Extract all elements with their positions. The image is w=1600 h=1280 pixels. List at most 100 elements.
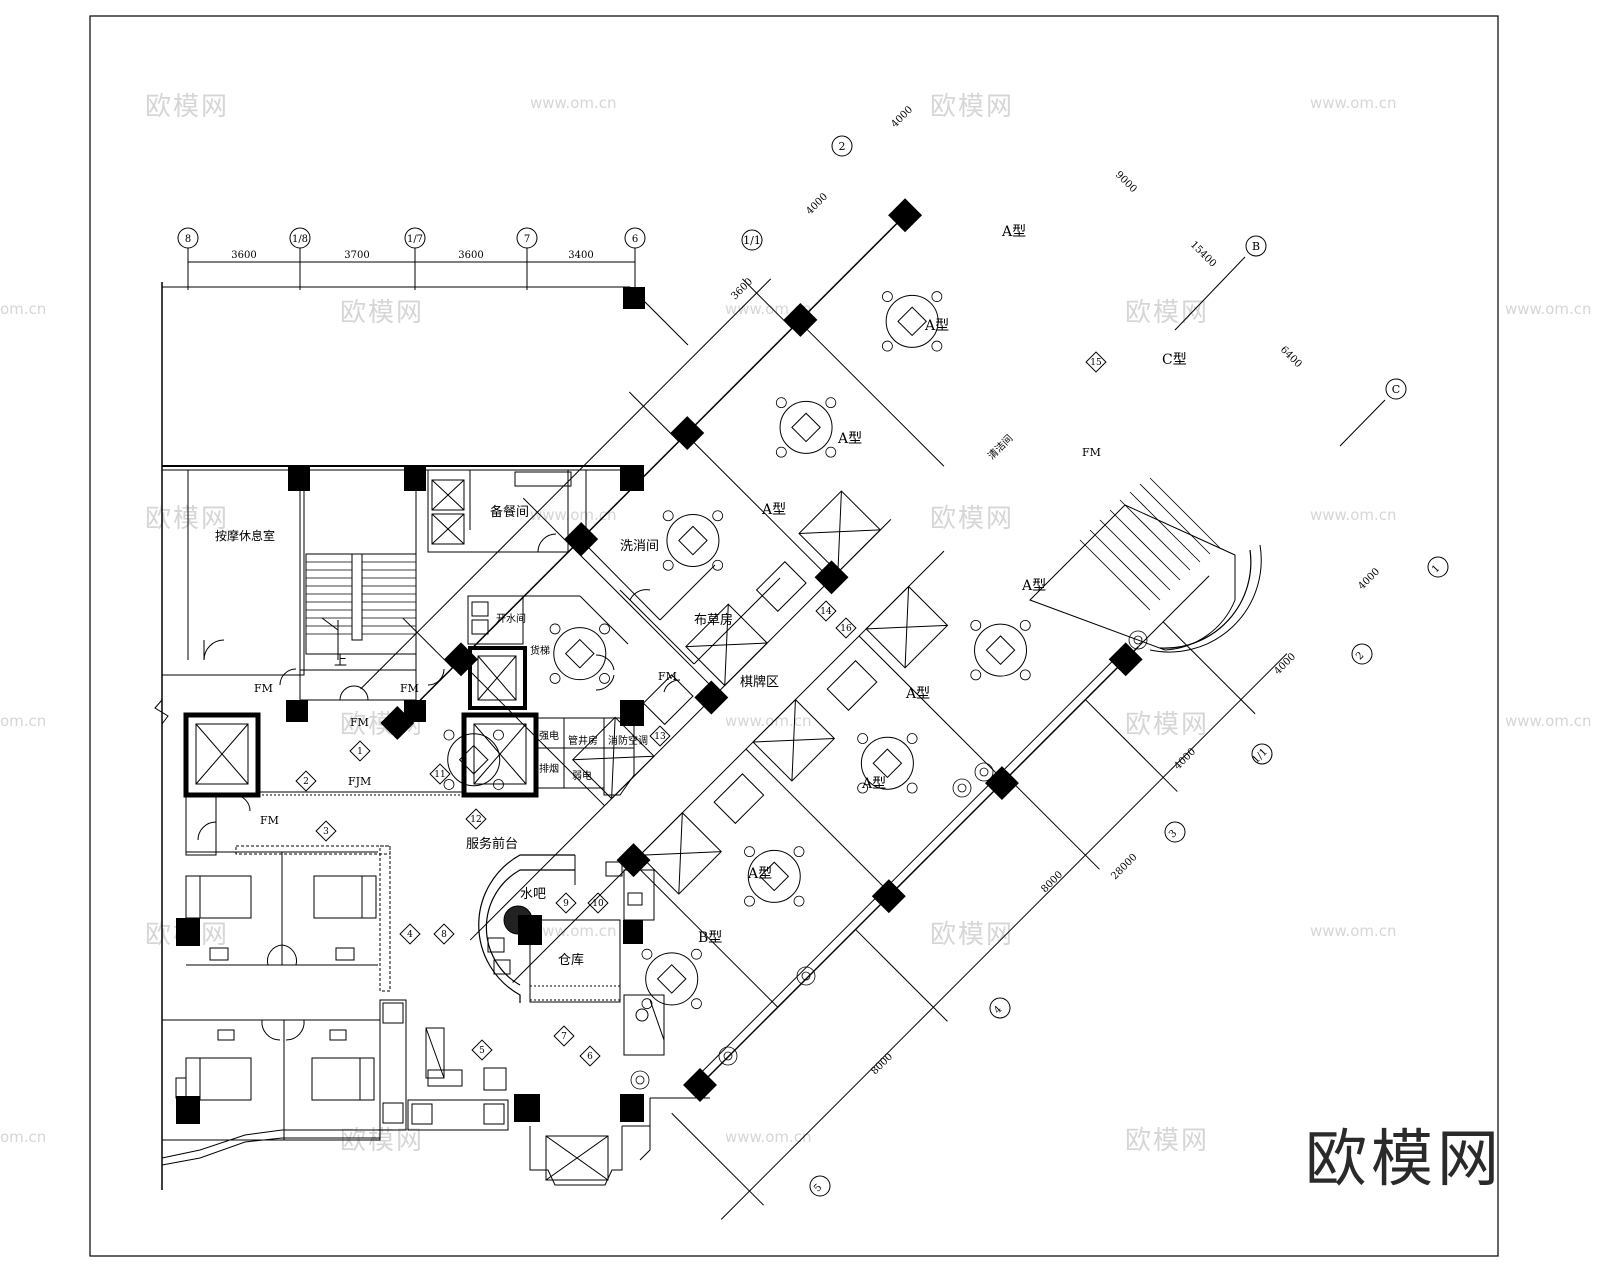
grid-bubble-6 <box>624 227 646 249</box>
upper-grid-bubbles: 2 1/1 B C 4000 4000 3600 9000 15400 6400 <box>729 104 1407 447</box>
dim-top-3: 3600 <box>458 250 483 261</box>
right-dim-3: 4000 <box>1172 746 1198 772</box>
marker-4: 4 <box>407 930 413 940</box>
label-freight-lift: 货梯 <box>530 644 550 657</box>
watermark-cn-1: 欧模网 <box>145 92 230 122</box>
room-labels: 按摩休息室 备餐间 洗消间 布草房 开水间 货梯 强电 管井房 排烟 弱电 消防… <box>215 224 1187 968</box>
watermark-cn-11: 欧模网 <box>340 1126 425 1156</box>
watermark-url-12: www.om.cn <box>1310 922 1397 940</box>
type-a-2: A型 <box>924 318 949 334</box>
right-grid-label-4: 4 <box>992 1004 1004 1016</box>
right-dim-total: 28000 <box>1109 852 1139 882</box>
watermark-cn-3: 欧模网 <box>340 298 425 328</box>
upper-grid-label-b: B <box>1252 240 1260 253</box>
dim-top-1: 3600 <box>231 250 256 261</box>
watermark-url-7: www.om.cn <box>1310 506 1397 524</box>
label-prep-room: 备餐间 <box>490 504 529 520</box>
marker-2: 2 <box>303 777 309 787</box>
marker-5: 5 <box>479 1046 485 1056</box>
marker-13: 13 <box>654 732 666 742</box>
watermark-cn-10: 欧模网 <box>930 920 1015 950</box>
watermark-url-8: om.cn <box>0 712 47 730</box>
label-fm-3: FM <box>350 716 369 729</box>
label-card-area: 棋牌区 <box>740 674 779 690</box>
watermark-url-10: www.om.cn <box>1505 712 1592 730</box>
right-stair <box>1029 477 1262 653</box>
marker-1: 1 <box>357 747 363 757</box>
right-dim-2: 4000 <box>1272 651 1298 677</box>
marker-7: 7 <box>561 1032 567 1042</box>
watermark-url-9: www.om.cn <box>725 712 812 730</box>
label-fm-4: FM <box>260 814 279 827</box>
grid-bubble-1-7 <box>404 227 426 249</box>
upper-dim-6: 6400 <box>1278 344 1304 370</box>
left-building <box>154 282 781 1190</box>
watermark-url-11: www.om.cn <box>530 922 617 940</box>
diamond-markers: 1 2 3 4 5 6 7 8 9 10 11 12 13 14 15 16 <box>295 351 1107 1067</box>
dim-top-2: 3700 <box>344 250 369 261</box>
top-grid: 8 1/8 1/7 7 6 3600 3700 3600 3400 <box>177 227 646 290</box>
upper-grid-label-2: 2 <box>839 140 846 153</box>
watermark-url-3: om.cn <box>0 300 47 318</box>
label-upstairs: 上 <box>334 654 347 669</box>
right-dim-5: 8000 <box>869 1051 895 1077</box>
label-linen-room: 布草房 <box>694 612 733 628</box>
watermark-cn-6: 欧模网 <box>930 504 1015 534</box>
watermark-cn-5: 欧模网 <box>145 504 230 534</box>
marker-10: 10 <box>592 899 604 909</box>
watermark-url-2: www.om.cn <box>1310 94 1397 112</box>
label-warehouse: 仓库 <box>558 952 584 968</box>
grid-label-8: 8 <box>185 234 191 245</box>
type-a-7: A型 <box>861 776 886 792</box>
marker-6: 6 <box>587 1052 593 1062</box>
grid-label-6: 6 <box>632 234 638 245</box>
label-pipe-shaft: 管井房 <box>568 734 598 747</box>
watermark-url-13: om.cn <box>0 1128 47 1146</box>
type-a-8: A型 <box>747 866 772 882</box>
type-a-5: A型 <box>1021 578 1046 594</box>
marker-3: 3 <box>323 827 329 837</box>
label-fjm: FJM <box>348 775 371 788</box>
brand-logo: 欧模网 <box>1305 1122 1504 1195</box>
label-smoke-exhaust: 排烟 <box>539 762 559 775</box>
upper-dim-2: 4000 <box>804 191 830 217</box>
watermark-url-6: www.om.cn <box>530 506 617 524</box>
right-grid-label-5: 5 <box>812 1182 824 1194</box>
upper-dim-4: 9000 <box>1113 169 1139 195</box>
type-a-4: A型 <box>761 502 786 518</box>
type-a-6: A型 <box>905 686 930 702</box>
label-wash-room: 洗消间 <box>620 539 659 554</box>
plants <box>630 630 1148 1090</box>
label-cleaning: 清洁间 <box>985 432 1015 462</box>
label-fm-2: FM <box>400 682 419 695</box>
right-grid-label-3: 3 <box>1167 828 1179 840</box>
grid-label-1-7: 1/7 <box>407 234 423 245</box>
grid-label-1-8: 1/8 <box>292 234 308 245</box>
right-dim-1: 4000 <box>1356 566 1382 592</box>
type-a-3: A型 <box>837 431 862 447</box>
type-c-1: C型 <box>1162 352 1187 368</box>
marker-9: 9 <box>563 899 569 909</box>
type-a-1: A型 <box>1001 224 1026 240</box>
right-grid-label-2: 2 <box>1354 650 1366 662</box>
label-weak-power: 弱电 <box>572 769 592 782</box>
grid-label-7: 7 <box>524 234 530 245</box>
label-fm-5: FM <box>658 670 677 683</box>
label-boiling-room: 开水间 <box>496 612 526 625</box>
watermark-url-5: www.om.cn <box>1505 300 1592 318</box>
upper-grid-label-1-1: 1/1 <box>743 234 761 247</box>
right-dim-4: 8000 <box>1039 869 1065 895</box>
grid-bubble-1-8 <box>289 227 311 249</box>
marker-11: 11 <box>434 770 445 780</box>
marker-16: 16 <box>840 624 852 634</box>
type-b-1: B型 <box>698 930 722 946</box>
label-service-desk: 服务前台 <box>466 836 518 852</box>
watermark-url-14: www.om.cn <box>725 1128 812 1146</box>
marker-12: 12 <box>470 815 481 825</box>
right-wing <box>360 198 1288 1220</box>
marker-14: 14 <box>820 607 832 617</box>
upper-dim-5: 15400 <box>1188 239 1218 269</box>
upper-dim-1: 4000 <box>889 104 915 130</box>
dim-top-4: 3400 <box>568 250 593 261</box>
